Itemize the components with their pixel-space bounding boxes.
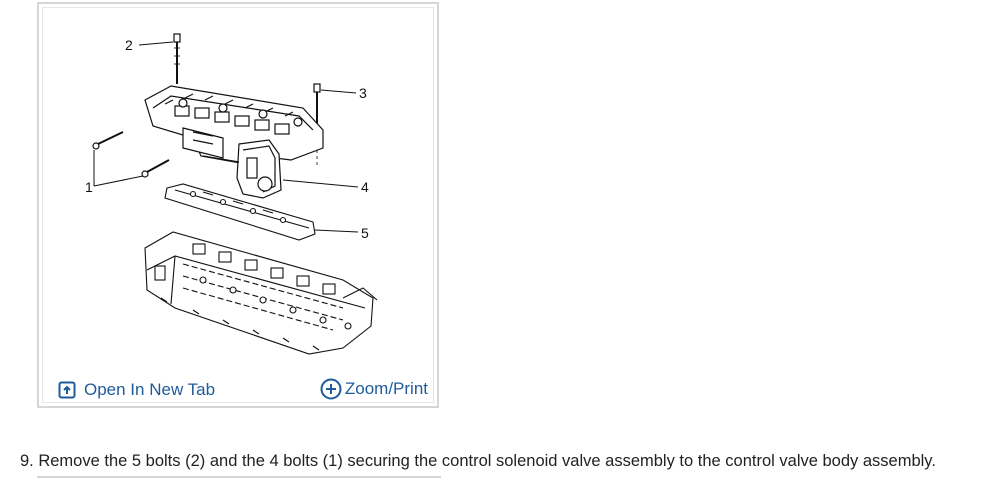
figure-card: 2 3	[37, 2, 439, 408]
control-solenoid-valve-assembly	[144, 85, 324, 199]
next-figure-card-edge	[37, 476, 441, 479]
zoom-print-label: Zoom/Print	[344, 379, 428, 398]
callout-line-5	[314, 229, 359, 233]
open-in-new-tab-label: Open In New Tab	[84, 380, 216, 399]
zoom-plus-icon	[320, 378, 342, 400]
callout-label-4: 4	[361, 179, 369, 195]
bolt-1-lower	[141, 159, 170, 178]
open-in-new-tab-icon	[58, 381, 76, 399]
spacer-plate-gasket	[164, 183, 316, 241]
figure-footer: Open In New Tab Zoom/Print	[43, 376, 433, 406]
figure-frame: 2 3	[42, 7, 434, 403]
callout-line-4	[282, 179, 359, 188]
procedure-step-9: 9. Remove the 5 bolts (2) and the 4 bolt…	[20, 452, 936, 470]
zoom-print-link[interactable]: Zoom/Print	[320, 378, 428, 400]
bolt-1-upper	[92, 131, 124, 150]
open-in-new-tab-link[interactable]: Open In New Tab	[58, 380, 215, 400]
exploded-view-diagram[interactable]: 2 3	[43, 8, 437, 372]
callout-line-2	[138, 41, 174, 46]
callout-label-5: 5	[361, 225, 369, 241]
callout-line-1	[93, 150, 144, 187]
callout-line-3	[320, 89, 357, 94]
control-valve-body-assembly	[144, 231, 378, 355]
bolt-2	[173, 33, 181, 84]
callout-label-1: 1	[85, 179, 93, 195]
callout-label-3: 3	[359, 85, 367, 101]
callout-label-2: 2	[125, 37, 133, 53]
